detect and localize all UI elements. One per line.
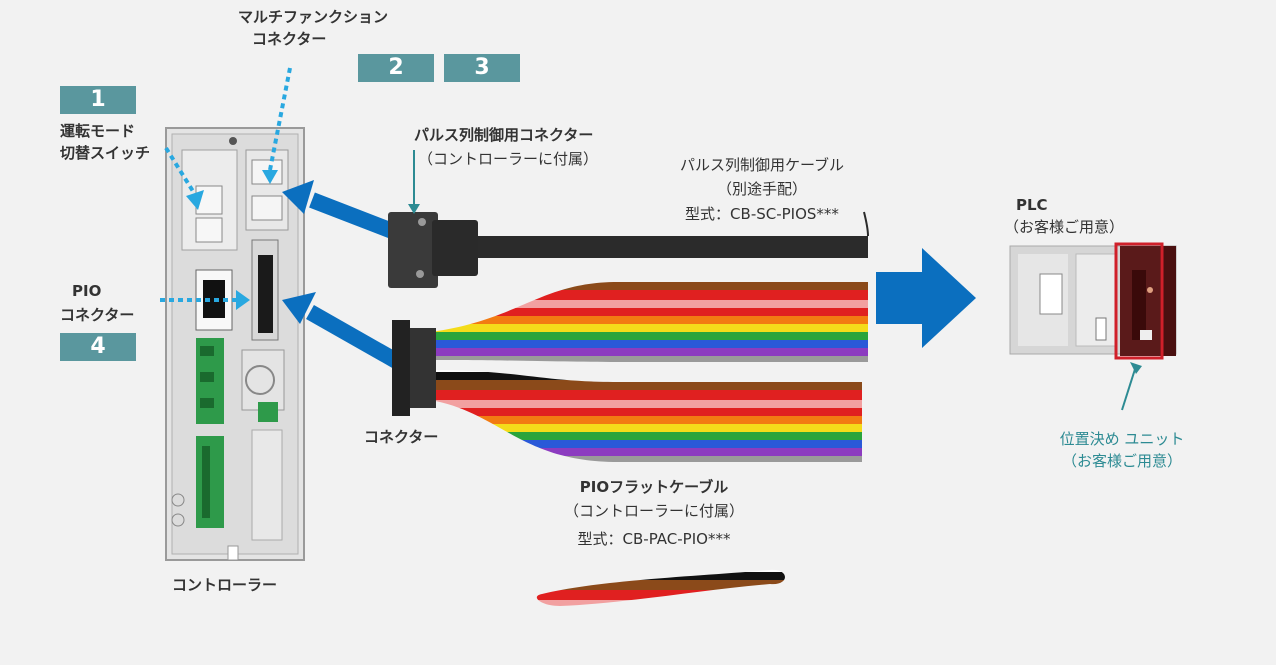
badge-4: 4 xyxy=(60,333,136,361)
plc-subtitle: （お客様ご用意） xyxy=(1004,218,1125,236)
positioning-unit-label-1: 位置決め ユニット xyxy=(1059,430,1185,448)
multi-function-label-1: マルチファンクション xyxy=(238,8,389,26)
pulse-connector-subtitle: （コントローラーに付属） xyxy=(418,150,599,168)
pio-label-2: コネクター xyxy=(60,306,135,324)
cable-bundle xyxy=(536,569,785,606)
connector-label: コネクター xyxy=(364,428,439,446)
multi-function-label-2: コネクター xyxy=(252,30,327,48)
pulse-cable-title: パルス列制御用ケーブル xyxy=(679,156,845,174)
pio-flat-cable-subtitle: （コントローラーに付属） xyxy=(563,502,745,520)
pio-flat-cable-model: 型式：CB-PAC-PIO*** xyxy=(577,530,731,548)
pulse-connector xyxy=(388,212,478,288)
pulse-cable-model: 型式：CB-SC-PIOS*** xyxy=(685,205,839,223)
controller-label: コントローラー xyxy=(172,576,278,594)
pulse-cable xyxy=(462,236,868,258)
pio-label-1: PIO xyxy=(72,282,102,300)
badge-3: 3 xyxy=(444,54,520,82)
pulse-connector-title: パルス列制御用コネクター xyxy=(414,126,594,144)
pulse-cable-subtitle: （別途手配） xyxy=(716,180,808,198)
pio-flat-cable xyxy=(392,282,868,462)
badge-1: 1 xyxy=(60,86,136,114)
mode-switch-label-1: 運転モード xyxy=(60,122,136,140)
blue-arrows xyxy=(282,180,403,369)
dotted-pointers xyxy=(160,67,292,302)
plc-unit xyxy=(1009,242,1177,360)
plc-title: PLC xyxy=(1016,196,1048,214)
badge-2: 2 xyxy=(358,54,434,82)
positioning-unit-label-2: （お客様ご用意） xyxy=(1061,452,1183,470)
mode-switch-label-2: 切替スイッチ xyxy=(60,144,151,162)
pio-flat-cable-title: PIOフラットケーブル xyxy=(579,478,729,496)
big-right-arrow xyxy=(876,248,976,348)
